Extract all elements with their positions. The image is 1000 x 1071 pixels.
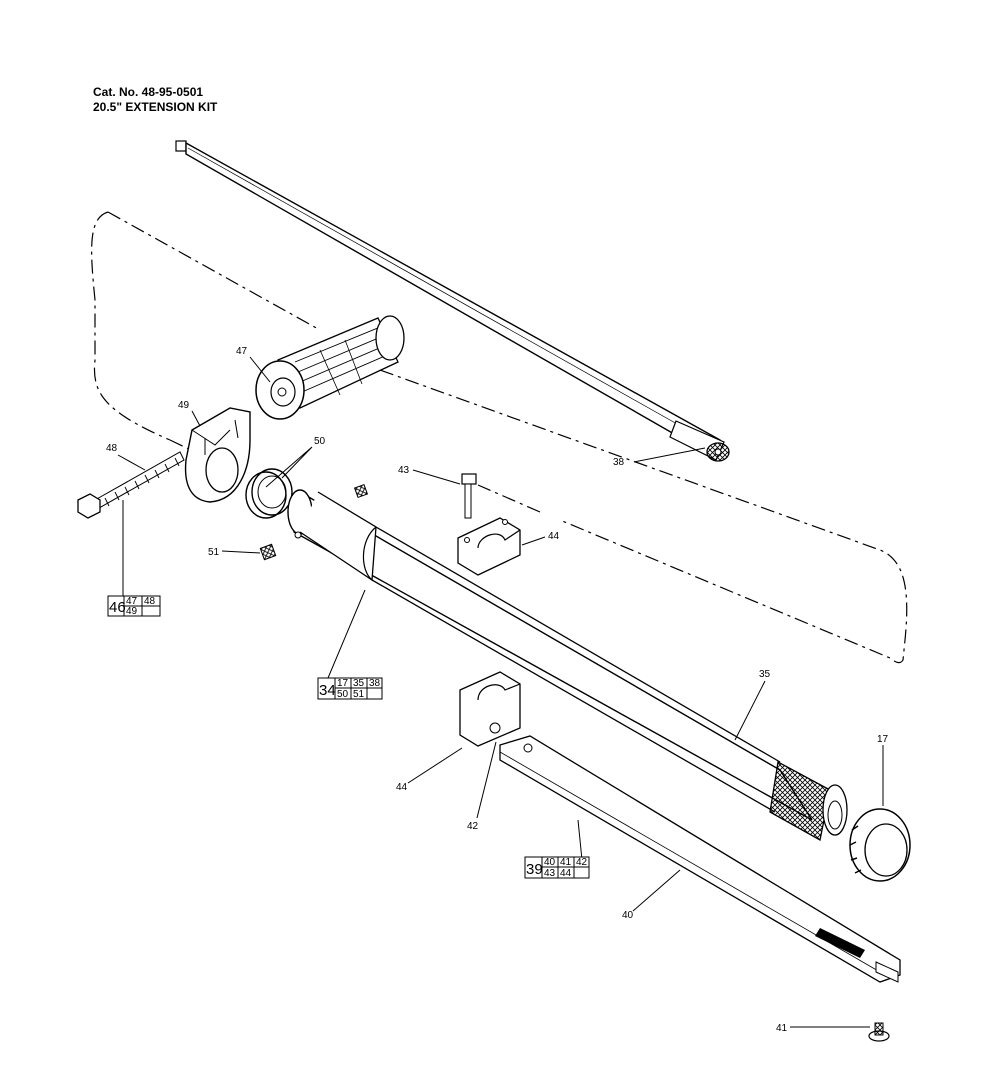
ring-pair-part (245, 468, 293, 519)
callout-47: 47 (236, 346, 248, 357)
kit-34-part-3: 38 (369, 678, 381, 689)
kit-34-part-1: 17 (337, 678, 349, 689)
kit-39-part-4: 43 (544, 868, 556, 879)
extension-bar-part (499, 735, 901, 983)
callout-41: 41 (776, 1023, 788, 1034)
callout-17: 17 (877, 734, 889, 745)
callout-44-upper: 44 (548, 531, 560, 542)
cap-screw-part (461, 473, 477, 519)
kit-title: 20.5" EXTENSION KIT (93, 100, 218, 114)
foot-screw-part (868, 1022, 890, 1042)
long-bolt-part (77, 451, 185, 519)
drive-shaft-part (175, 140, 730, 462)
kit-34-part-2: 35 (353, 678, 365, 689)
extension-tube-part (287, 489, 848, 842)
leader-lines (117, 356, 884, 1028)
assembly-boundary-line-top (107, 211, 321, 331)
assembly-boundary-line-mid (477, 484, 541, 513)
kit-box-39: 39 40 41 42 43 44 (524, 856, 590, 879)
clamp-block-lower-part (459, 671, 521, 747)
kit-34-part-5: 51 (353, 689, 365, 700)
callout-50: 50 (314, 436, 326, 447)
callout-43: 43 (398, 465, 410, 476)
clamp-block-upper-part (457, 517, 521, 576)
kit-34-main: 34 (319, 682, 336, 699)
assembly-boundary-line-right (379, 369, 908, 664)
locking-nut-part (849, 808, 911, 882)
kit-46-part-3: 49 (126, 606, 138, 617)
callout-42: 42 (467, 821, 479, 832)
kit-box-46: 46 47 48 49 (107, 595, 161, 617)
kit-34-part-4: 50 (337, 689, 349, 700)
kit-46-part-2: 48 (144, 596, 156, 607)
callout-49: 49 (178, 400, 190, 411)
kit-39-main: 39 (526, 861, 543, 878)
handle-clamp-part (184, 407, 251, 503)
callout-48: 48 (106, 443, 118, 454)
assembly-boundary-line (91, 211, 171, 441)
kit-46-main: 46 (109, 599, 126, 616)
kit-46-part-1: 47 (126, 596, 138, 607)
set-screw-part (259, 483, 369, 561)
kit-39-part-3: 42 (576, 857, 588, 868)
diagram-header: Cat. No. 48-95-0501 20.5" EXTENSION KIT (93, 85, 217, 115)
callout-44-lower: 44 (396, 782, 408, 793)
callout-35: 35 (759, 669, 771, 680)
callout-40: 40 (622, 910, 634, 921)
kit-39-part-2: 41 (560, 857, 572, 868)
catalog-number: Cat. No. 48-95-0501 (93, 85, 204, 99)
kit-box-34: 34 17 35 38 50 51 (317, 677, 383, 700)
kit-39-part-1: 40 (544, 857, 556, 868)
assembly-boundary-line-lower (169, 439, 196, 453)
side-handle-grip-part (255, 315, 405, 420)
callout-51: 51 (208, 547, 220, 558)
callout-38: 38 (613, 457, 625, 468)
kit-39-part-5: 44 (560, 868, 572, 879)
